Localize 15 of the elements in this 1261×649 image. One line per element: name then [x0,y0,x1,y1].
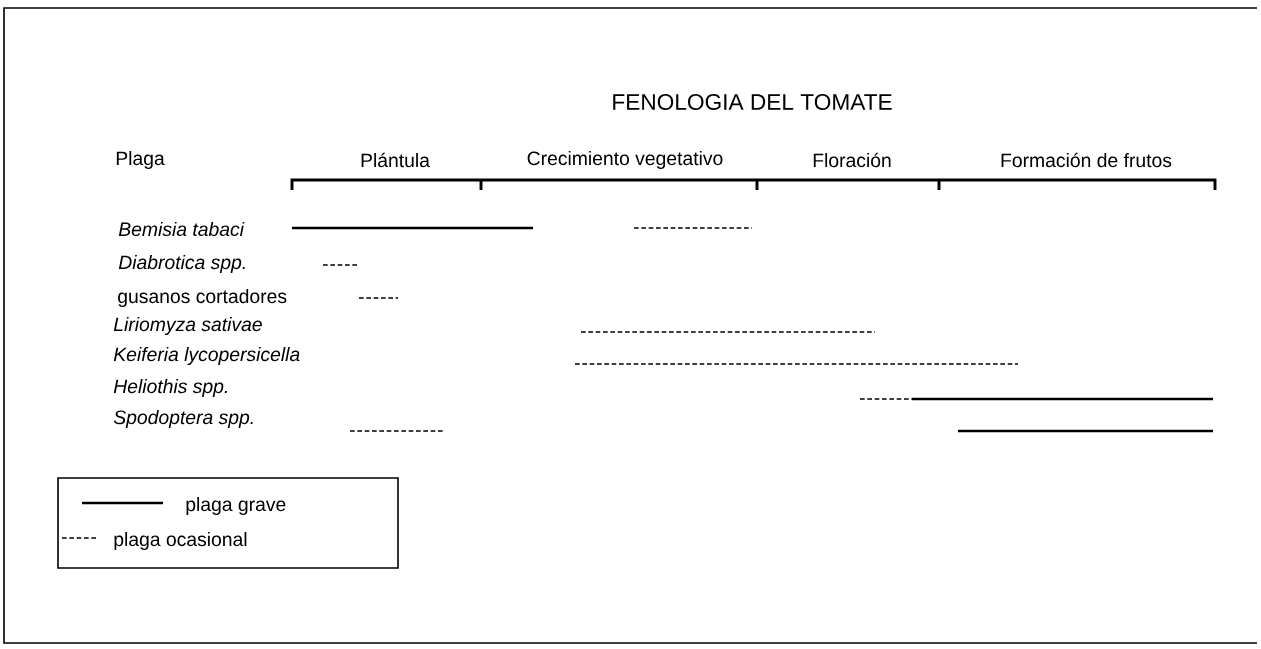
pest-name: Diabrotica spp. [118,255,245,273]
column-header: Plaga [116,151,165,169]
pest-name: gusanos cortadores [118,289,287,307]
stage-label: Crecimiento vegetativo [527,151,723,169]
pest-name: Keiferia lycopersicella [113,347,300,365]
pest-name: Bemisia tabaci [118,221,245,237]
title: FENOLOGIA DEL TOMATE [613,93,892,111]
stage-label: Plántula [361,152,430,168]
pest-name: Spodoptera spp. [113,410,253,428]
pest-name: Heliothis spp. [113,379,227,397]
legend-text: plaga grave [186,497,286,515]
legend-text: plaga ocasional [114,532,247,550]
pest-name: Liriomyza sativae [113,317,262,335]
stage-label: Floración [813,152,891,168]
stage-label: Formación de frutos [1001,152,1172,168]
